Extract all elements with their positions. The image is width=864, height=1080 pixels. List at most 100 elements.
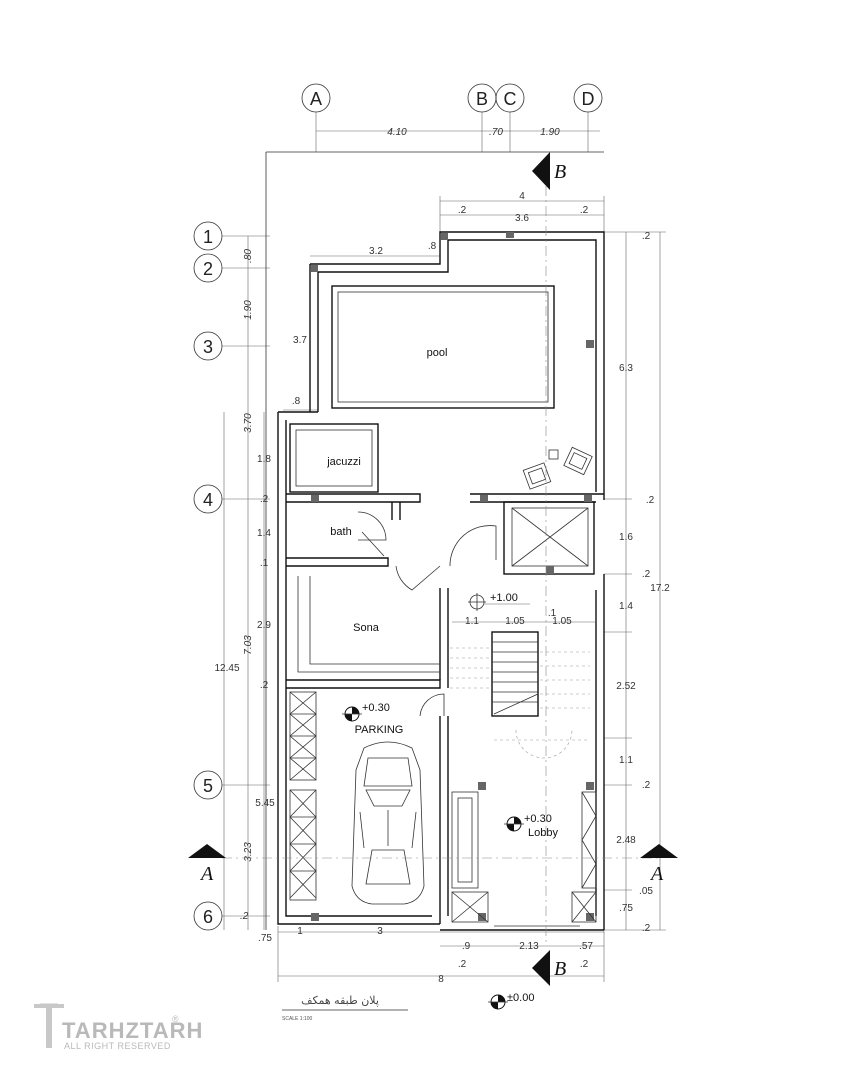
svg-text:.8: .8 <box>428 241 437 252</box>
svg-text:5.45: 5.45 <box>255 798 275 809</box>
svg-text:3.23: 3.23 <box>243 842 254 862</box>
svg-text:4: 4 <box>519 191 525 202</box>
grid-col-a: A <box>301 83 331 113</box>
dims-inner-left: 3.7 .8 1.8 .2 1.4 .1 2.9 .2 <box>257 335 318 691</box>
level-marker-ground: ±0.00 <box>488 992 534 1010</box>
svg-text:.2: .2 <box>646 495 655 506</box>
dim-a-b: 4.10 <box>387 127 407 138</box>
svg-text:.1: .1 <box>548 608 557 619</box>
walls <box>277 231 605 931</box>
pool-basin: pool <box>331 285 555 409</box>
svg-text:7.03: 7.03 <box>243 635 254 655</box>
svg-text:.2: .2 <box>260 494 269 505</box>
room-label-jacuzzi: jacuzzi <box>326 456 361 468</box>
svg-text:1.1: 1.1 <box>619 755 633 766</box>
svg-text:.05: .05 <box>639 886 653 897</box>
svg-text:1.90: 1.90 <box>243 300 254 320</box>
grid-col-d: D <box>573 83 603 113</box>
svg-text:2.9: 2.9 <box>257 620 271 631</box>
room-label-bath: bath <box>330 526 351 538</box>
svg-text:A: A <box>310 89 322 109</box>
doors <box>357 511 497 717</box>
svg-text:1.4: 1.4 <box>257 528 271 539</box>
grid-row-3: 3 <box>193 331 223 361</box>
svg-text:2.52: 2.52 <box>616 681 636 692</box>
dims-top: 4 .2 3.6 .2 3.2 .8 <box>310 191 605 257</box>
level-marker-lobby: +0.30 <box>504 813 552 832</box>
svg-text:2: 2 <box>203 259 213 279</box>
svg-text:B: B <box>554 958 566 980</box>
svg-text:.57: .57 <box>579 941 593 952</box>
svg-text:.2: .2 <box>240 911 249 922</box>
parking-shelves <box>289 691 317 901</box>
svg-text:6: 6 <box>203 907 213 927</box>
svg-text:+0.30: +0.30 <box>362 702 390 714</box>
svg-text:+0.30: +0.30 <box>524 813 552 825</box>
svg-text:6.3: 6.3 <box>619 363 633 374</box>
svg-text:1.8: 1.8 <box>257 454 271 465</box>
dim-c-d: 1.90 <box>540 127 560 138</box>
dims-left: .80 1.90 3.70 7.03 3.23 .2 12.45 5.45 .7… <box>214 236 275 944</box>
svg-text:3.7: 3.7 <box>293 335 307 346</box>
svg-text:B: B <box>476 89 488 109</box>
svg-text:®: ® <box>172 1014 179 1024</box>
svg-text:8: 8 <box>438 974 444 985</box>
svg-text:±0.00: ±0.00 <box>507 992 534 1004</box>
svg-text:پلان طبقه همکف: پلان طبقه همکف <box>301 994 379 1007</box>
room-label-lobby: Lobby <box>528 827 558 839</box>
level-marker-stair: +1.00 <box>468 592 530 611</box>
svg-text:.2: .2 <box>642 923 651 934</box>
svg-text:2.13: 2.13 <box>519 941 539 952</box>
svg-text:5: 5 <box>203 776 213 796</box>
car-icon <box>351 741 425 905</box>
section-a-left: A <box>188 844 660 885</box>
svg-text:.8: .8 <box>292 396 301 407</box>
svg-text:.2: .2 <box>642 780 651 791</box>
svg-text:.75: .75 <box>258 933 272 944</box>
svg-text:.2: .2 <box>642 569 651 580</box>
svg-text:1: 1 <box>203 227 213 247</box>
svg-text:.9: .9 <box>462 941 471 952</box>
plan-title-block: پلان طبقه همکف SCALE 1:100 <box>282 994 408 1022</box>
room-label-pool: pool <box>427 347 448 359</box>
svg-text:SCALE 1:100: SCALE 1:100 <box>282 1016 313 1022</box>
svg-text:1.05: 1.05 <box>505 616 525 627</box>
svg-text:B: B <box>554 161 566 183</box>
svg-text:.80: .80 <box>243 249 254 263</box>
watermark-logo: TARHZTARH ALL RIGHT RESERVED ® <box>34 1003 203 1051</box>
svg-text:1.6: 1.6 <box>619 532 633 543</box>
svg-text:+1.00: +1.00 <box>490 592 518 604</box>
stair: 1.1 1.05 .1 1.05 <box>450 608 596 759</box>
svg-text:12.45: 12.45 <box>214 663 239 674</box>
dims-bottom: 1 3 .9 2.13 .57 .2 .2 8 <box>277 926 605 985</box>
svg-text:17.2: 17.2 <box>650 583 670 594</box>
svg-text:1: 1 <box>297 926 303 937</box>
svg-text:3.70: 3.70 <box>243 413 254 433</box>
svg-text:.2: .2 <box>260 680 269 691</box>
grid-col-c: C <box>495 83 525 113</box>
grid-col-b: B <box>467 83 497 113</box>
svg-text:.2: .2 <box>458 959 467 970</box>
svg-text:C: C <box>504 89 517 109</box>
svg-text:.2: .2 <box>580 205 589 216</box>
svg-text:2.48: 2.48 <box>616 835 636 846</box>
svg-text:ALL RIGHT RESERVED: ALL RIGHT RESERVED <box>64 1041 171 1051</box>
svg-text:.2: .2 <box>642 231 651 242</box>
svg-text:3: 3 <box>377 926 383 937</box>
room-label-sona: Sona <box>353 622 380 634</box>
svg-text:.2: .2 <box>458 205 467 216</box>
lobby-furniture <box>451 791 597 923</box>
svg-text:.1: .1 <box>260 558 269 569</box>
level-marker-parking: +0.30 <box>342 702 390 722</box>
grid-row-4: 4 <box>193 484 223 514</box>
dim-b-c: .70 <box>489 127 503 138</box>
room-label-parking: PARKING <box>355 724 404 736</box>
grid-row-6: 6 <box>193 901 223 931</box>
svg-text:3.6: 3.6 <box>515 213 529 224</box>
svg-text:A: A <box>199 863 214 885</box>
svg-text:TARHZTARH: TARHZTARH <box>62 1018 203 1043</box>
grid-rows: 1 2 3 4 5 6 <box>193 221 270 931</box>
svg-text:1.1: 1.1 <box>465 616 479 627</box>
section-b-top: B <box>532 152 566 942</box>
